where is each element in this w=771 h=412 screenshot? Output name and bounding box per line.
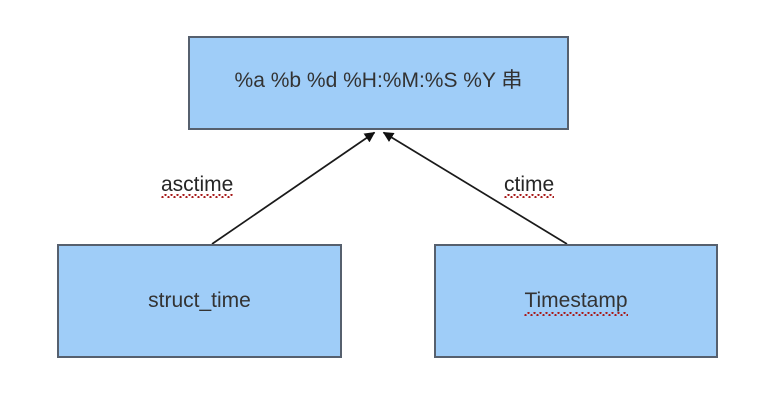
node-struct-time-label: struct_time [148,289,251,313]
edge-label-asctime: asctime [161,173,234,198]
node-format-string[interactable]: %a %b %d %H:%M:%S %Y 串 [188,36,569,130]
edge-struct-time-to-format [211,131,376,245]
edge-label-ctime-text: ctime [504,173,555,198]
edge-line-asctime [211,131,376,245]
edge-label-asctime-text: asctime [161,173,234,198]
edge-label-ctime: ctime [504,173,555,198]
node-timestamp-label: Timestamp [524,289,628,316]
node-timestamp[interactable]: Timestamp [434,244,718,358]
node-struct-time[interactable]: struct_time [57,244,342,358]
node-format-string-label: %a %b %d %H:%M:%S %Y 串 [234,69,523,92]
